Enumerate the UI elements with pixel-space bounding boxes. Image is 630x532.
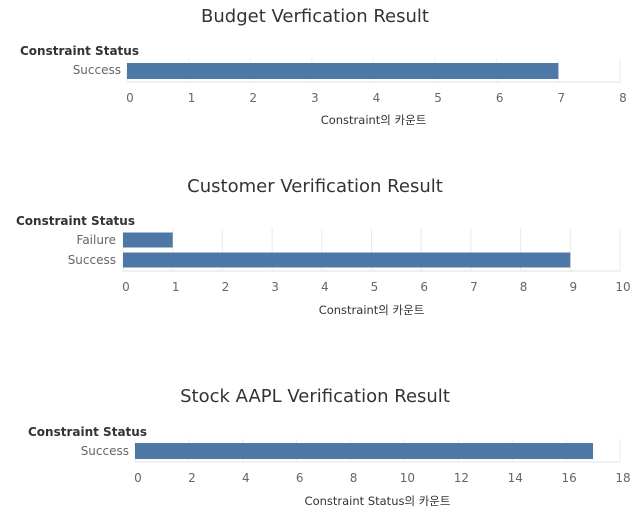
chart-title: Stock AAPL Verification Result [180, 386, 450, 407]
x-axis-label: Constraint Status의 카운트 [304, 494, 451, 508]
category-label: Failure [76, 233, 116, 247]
x-tick-label: 1 [188, 91, 196, 105]
x-tick-label: 4 [373, 91, 381, 105]
x-tick-label: 6 [296, 471, 304, 485]
x-tick-label: 0 [126, 91, 134, 105]
x-tick-label: 5 [371, 280, 379, 294]
customer-chart: Customer Verification Result Constraint … [16, 176, 630, 317]
x-tick-label: 2 [188, 471, 196, 485]
x-tick-label: 12 [454, 471, 469, 485]
x-axis-label: Constraint의 카운트 [318, 303, 425, 317]
x-tick-label: 8 [619, 91, 627, 105]
x-tick-label: 4 [242, 471, 250, 485]
x-tick-label: 7 [558, 91, 566, 105]
budget-plot: 0 1 2 3 4 5 6 7 8 [126, 59, 627, 105]
x-axis-label: Constraint의 카운트 [320, 113, 427, 127]
x-tick-label: 8 [520, 280, 528, 294]
x-tick-label: 4 [321, 280, 329, 294]
x-tick-label: 16 [561, 471, 576, 485]
chart-title: Customer Verification Result [187, 176, 443, 197]
x-tick-label: 2 [249, 91, 257, 105]
row-header: Constraint Status [28, 425, 147, 439]
category-label: Success [72, 63, 121, 77]
x-tick-label: 10 [400, 471, 415, 485]
x-tick-label: 5 [434, 91, 442, 105]
x-tick-label: 0 [122, 280, 130, 294]
row-header: Constraint Status [16, 214, 135, 228]
chart-title: Budget Verfication Result [201, 6, 429, 27]
x-tick-label: 0 [134, 471, 142, 485]
x-tick-label: 1 [172, 280, 180, 294]
x-tick-label: 6 [420, 280, 428, 294]
x-tick-label: 10 [615, 280, 630, 294]
x-tick-label: 7 [470, 280, 478, 294]
x-tick-label: 8 [350, 471, 358, 485]
bar[interactable] [135, 443, 594, 459]
x-tick-label: 9 [569, 280, 577, 294]
category-label: Success [80, 444, 129, 458]
x-tick-label: 3 [311, 91, 319, 105]
bar[interactable] [123, 232, 173, 248]
x-tick-label: 2 [222, 280, 230, 294]
x-tick-label: 6 [496, 91, 504, 105]
bar[interactable] [123, 252, 571, 268]
x-tick-label: 14 [508, 471, 523, 485]
x-tick-label: 18 [615, 471, 630, 485]
category-label: Success [67, 253, 116, 267]
budget-chart: Budget Verfication Result Constraint Sta… [0, 0, 630, 140]
x-tick-label: 3 [271, 280, 279, 294]
bar[interactable] [127, 63, 559, 79]
row-header: Constraint Status [20, 44, 139, 58]
customer-plot: 0 1 2 3 4 5 6 7 8 9 10 [122, 228, 630, 294]
